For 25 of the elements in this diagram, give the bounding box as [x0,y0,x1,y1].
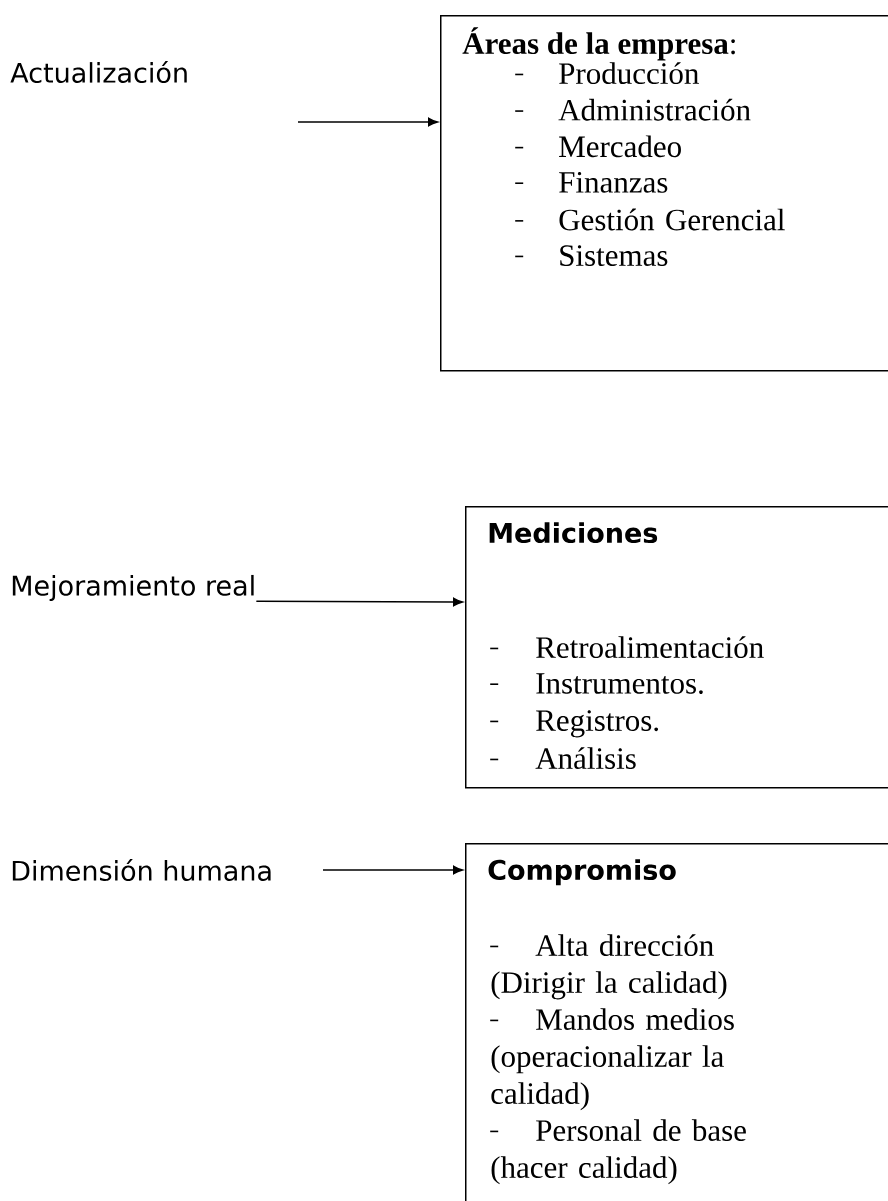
box-heading: Áreas de la empresa: [462,27,735,61]
list-item: Análisis [489,747,636,770]
list-item: Retroalimentación [489,636,764,659]
list-box [440,15,888,372]
list-item: Mercadeo [514,135,681,158]
list-item: Instrumentos. [489,673,703,694]
box-heading: Compromiso [488,859,676,886]
row-label: Mejoramiento real [12,574,254,602]
list-item: Mandos medios (operacionalizar la calidad) [489,1008,734,1111]
list-item: Alta dirección (Dirigir la calidad) [489,934,727,1000]
list-item: Gestión Gerencial [514,208,785,231]
row-label: Dimensión humana [12,859,271,881]
list-item: Producción [514,62,699,85]
list-item: Personal de base (hacer calidad) [489,1119,746,1185]
list-box [465,506,888,789]
arrow [322,865,464,875]
arrow [297,117,439,127]
row-label: Actualización [10,61,187,83]
arrow [255,597,464,607]
box-heading: Mediciones [489,522,658,544]
list-item: Finanzas [514,172,668,193]
list-item: Registros. [489,710,658,738]
list-item: Administración [514,98,751,121]
list-item: Sistemas [514,245,668,267]
list-box [465,843,888,1201]
